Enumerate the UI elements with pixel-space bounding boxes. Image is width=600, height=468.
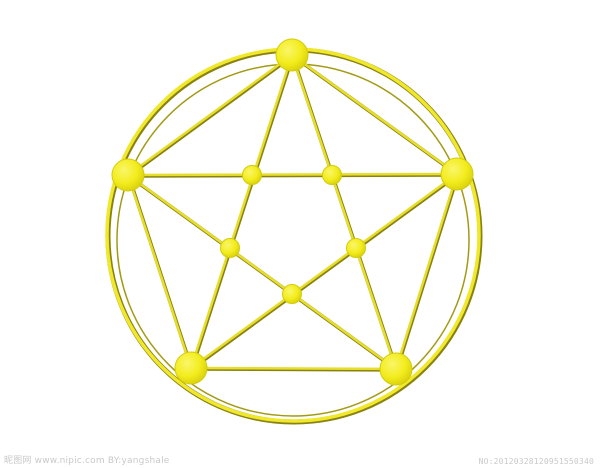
line-shadow-left-top (127, 54, 295, 178)
outer-node-bl (174, 351, 208, 385)
outer-node-br (379, 352, 413, 386)
inner-node-tl (242, 165, 262, 185)
line-shadow-right-bl (190, 173, 460, 371)
line-right-bl (189, 172, 459, 370)
inner-node-ml (220, 238, 240, 258)
watermark-left: 昵图网 www.nipic.com BY:yangshale (4, 456, 170, 466)
node-group (111, 38, 474, 386)
line-br-bl (189, 366, 398, 371)
line-bl-left (126, 173, 193, 370)
line-left-top (126, 53, 294, 177)
line-top-right (290, 53, 459, 176)
inner-node-mr (346, 238, 366, 258)
outer-circle-group (105, 47, 483, 425)
line-network (126, 53, 460, 372)
outer-node-top (275, 38, 309, 72)
inner-node-bc (282, 284, 302, 304)
inner-circle (116, 63, 470, 417)
outer-node-right (440, 157, 474, 191)
line-right-br (394, 172, 459, 371)
line-top-br (290, 53, 398, 371)
inner-node-tr (322, 165, 342, 185)
line-top-bl (189, 53, 294, 370)
line-left-right (126, 172, 459, 177)
line-left-br (126, 173, 398, 371)
watermark-id: NO:20120328120951550340 (478, 457, 594, 466)
outer-node-left (111, 158, 145, 192)
